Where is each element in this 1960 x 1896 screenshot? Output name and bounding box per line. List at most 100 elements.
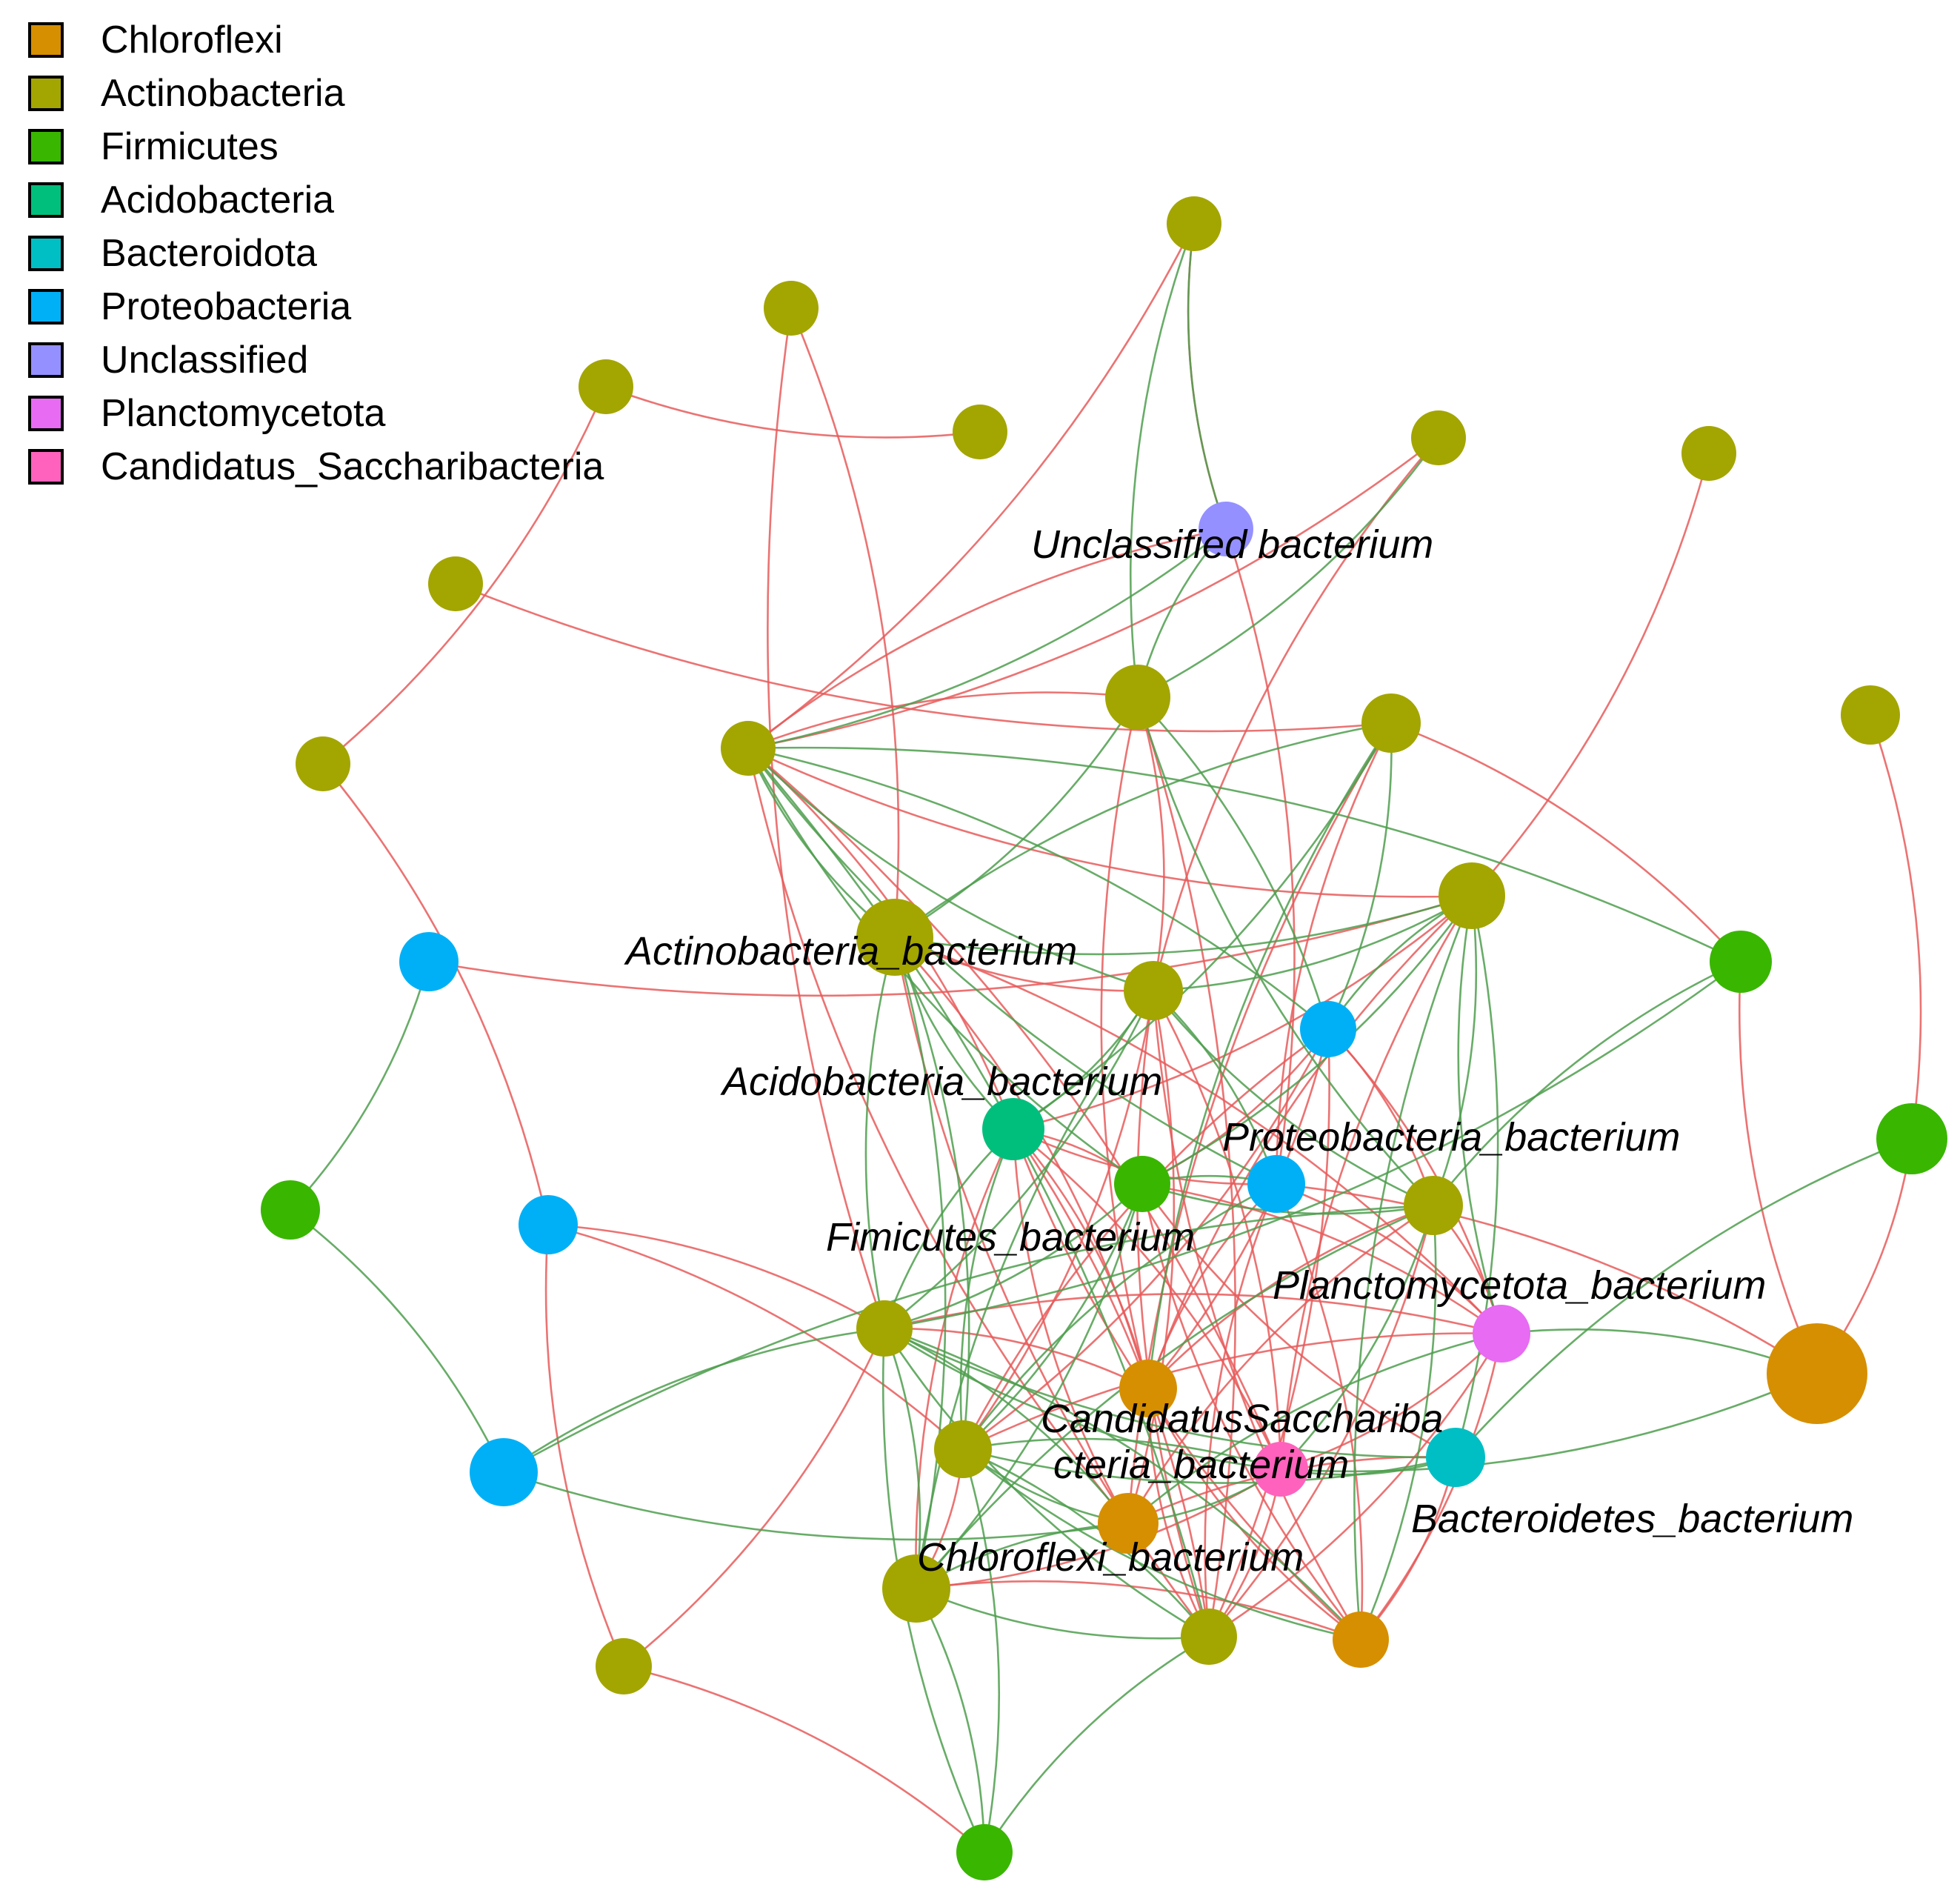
edge-n34-n35 [503,1471,1129,1541]
node-pro-n23[interactable] [1247,1155,1305,1213]
node-pro-n34[interactable] [470,1438,538,1506]
edge-n31-n28 [962,1332,1502,1451]
node-fir-n17[interactable] [1710,931,1772,993]
node-act-n1[interactable] [1167,196,1221,251]
legend-label-bac: Bacteroidota [101,232,317,275]
node-pro-n26[interactable] [519,1195,578,1254]
node-fir-n22[interactable] [1114,1156,1170,1212]
label-bacteroidetes: Bacteroidetes_bacterium [1411,1497,1853,1541]
edge-n14-n33 [1454,895,1499,1458]
edge-n6-n11 [747,528,1227,750]
edge-n9-n24 [1136,696,1434,1206]
edge-n24-n37 [1208,1205,1435,1637]
edge-n25-n34 [290,1208,505,1473]
edge-n22-n28 [1141,1182,1502,1335]
legend-swatch-act [28,76,64,111]
edge-n31-n32 [962,1437,1281,1471]
edge-n28-n35 [1127,1332,1502,1524]
node-act-n14[interactable] [1439,862,1505,929]
node-act-n24[interactable] [1404,1176,1463,1235]
edge-n1-n11 [747,223,1196,750]
node-pro-n19[interactable] [1300,1001,1356,1057]
node-act-n3[interactable] [579,359,633,414]
node-act-n27[interactable] [856,1300,913,1357]
node-act-n12[interactable] [296,736,350,791]
node-act-n31[interactable] [934,1420,992,1478]
edge-n36-n37 [916,1587,1210,1640]
edge-n9-n19 [1137,696,1330,1030]
edge-n26-n27 [547,1223,885,1330]
node-act-n11[interactable] [721,721,776,776]
node-can-n32[interactable] [1253,1442,1308,1497]
edge-n15-n14 [894,894,1473,956]
edge-n18-n24 [1152,990,1434,1207]
legend: ChloroflexiActinobacteriaFirmicutesAcido… [28,19,604,488]
legend-label-fir: Firmicutes [101,125,279,168]
edge-n19-n30 [1147,1028,1330,1389]
legend-swatch-unc [28,342,64,378]
edge-n29-n32 [1280,1372,1818,1473]
node-chl-n30[interactable] [1119,1360,1177,1417]
legend-swatch-aci [28,182,64,218]
edge-n30-n37 [1147,1388,1210,1637]
legend-swatch-chl [28,22,64,58]
node-act-n18[interactable] [1124,961,1183,1020]
edge-n19-n37 [1207,1028,1330,1637]
node-act-n15[interactable] [856,899,933,976]
node-unc-n6[interactable] [1199,502,1253,556]
edge-n20-n35 [1012,1128,1130,1524]
edge-n27-n32 [884,1327,1281,1471]
label-chloroflexi: Chloroflexi_bacterium [917,1535,1304,1580]
label-candidatus-line2: cteria_bacterium [1053,1443,1349,1487]
edge-n32-n24 [1280,1205,1435,1470]
node-fir-n25[interactable] [261,1180,320,1240]
edge-n23-n38 [1275,1183,1364,1640]
node-bac-n33[interactable] [1426,1428,1485,1487]
node-act-n10[interactable] [1361,693,1421,753]
edge-n8-n10 [455,582,1392,733]
edge-n32-n28 [1280,1333,1502,1471]
edge-n27-n35 [884,1327,1130,1524]
node-aci-n20[interactable] [982,1098,1044,1160]
edge-n39-n40 [623,1665,985,1853]
edge-n31-n38 [962,1448,1361,1641]
node-act-n2[interactable] [764,281,819,336]
node-chl-n35[interactable] [1098,1493,1159,1554]
node-pro-n16[interactable] [399,932,459,991]
legend-swatch-pro [28,289,64,325]
edge-n31-n22 [962,1183,1144,1450]
edge-n15-n27 [864,937,896,1329]
edge-n9-n37 [1136,696,1236,1637]
legend-label-pro: Proteobacteria [101,285,351,328]
edge-n11-n14 [747,747,1473,898]
node-act-n39[interactable] [596,1638,652,1694]
node-chl-n38[interactable] [1333,1611,1389,1668]
edge-n11-n22 [747,748,1143,1185]
edge-n31-n37 [962,1448,1210,1637]
legend-label-aci: Acidobacteria [101,179,334,222]
node-act-n5[interactable] [1411,410,1466,465]
node-act-n13[interactable] [1841,685,1900,745]
edge-n23-n28 [1276,1182,1502,1334]
edge-n14-n22 [1141,895,1473,1185]
edge-n40-n37 [983,1635,1210,1853]
edge-n11-n17 [747,746,1741,963]
node-pla-n28[interactable] [1473,1305,1530,1363]
node-act-n7[interactable] [1681,426,1736,481]
node-act-n37[interactable] [1181,1609,1237,1665]
node-chl-n29[interactable] [1767,1323,1867,1424]
node-fir-n21[interactable] [1876,1103,1947,1174]
node-act-n36[interactable] [882,1554,950,1623]
edge-n24-n30 [1147,1204,1434,1389]
edge-n14-n20 [1013,895,1473,1131]
edge-n14-n24 [1432,895,1478,1206]
node-act-n8[interactable] [428,556,483,611]
node-act-n4[interactable] [953,405,1007,459]
node-act-n9[interactable] [1105,665,1170,730]
legend-swatch-bac [28,236,64,271]
edge-n11-n35 [747,748,1130,1524]
node-layer [261,196,1947,1880]
node-fir-n40[interactable] [956,1824,1013,1880]
edge-n27-n22 [884,1183,1143,1330]
